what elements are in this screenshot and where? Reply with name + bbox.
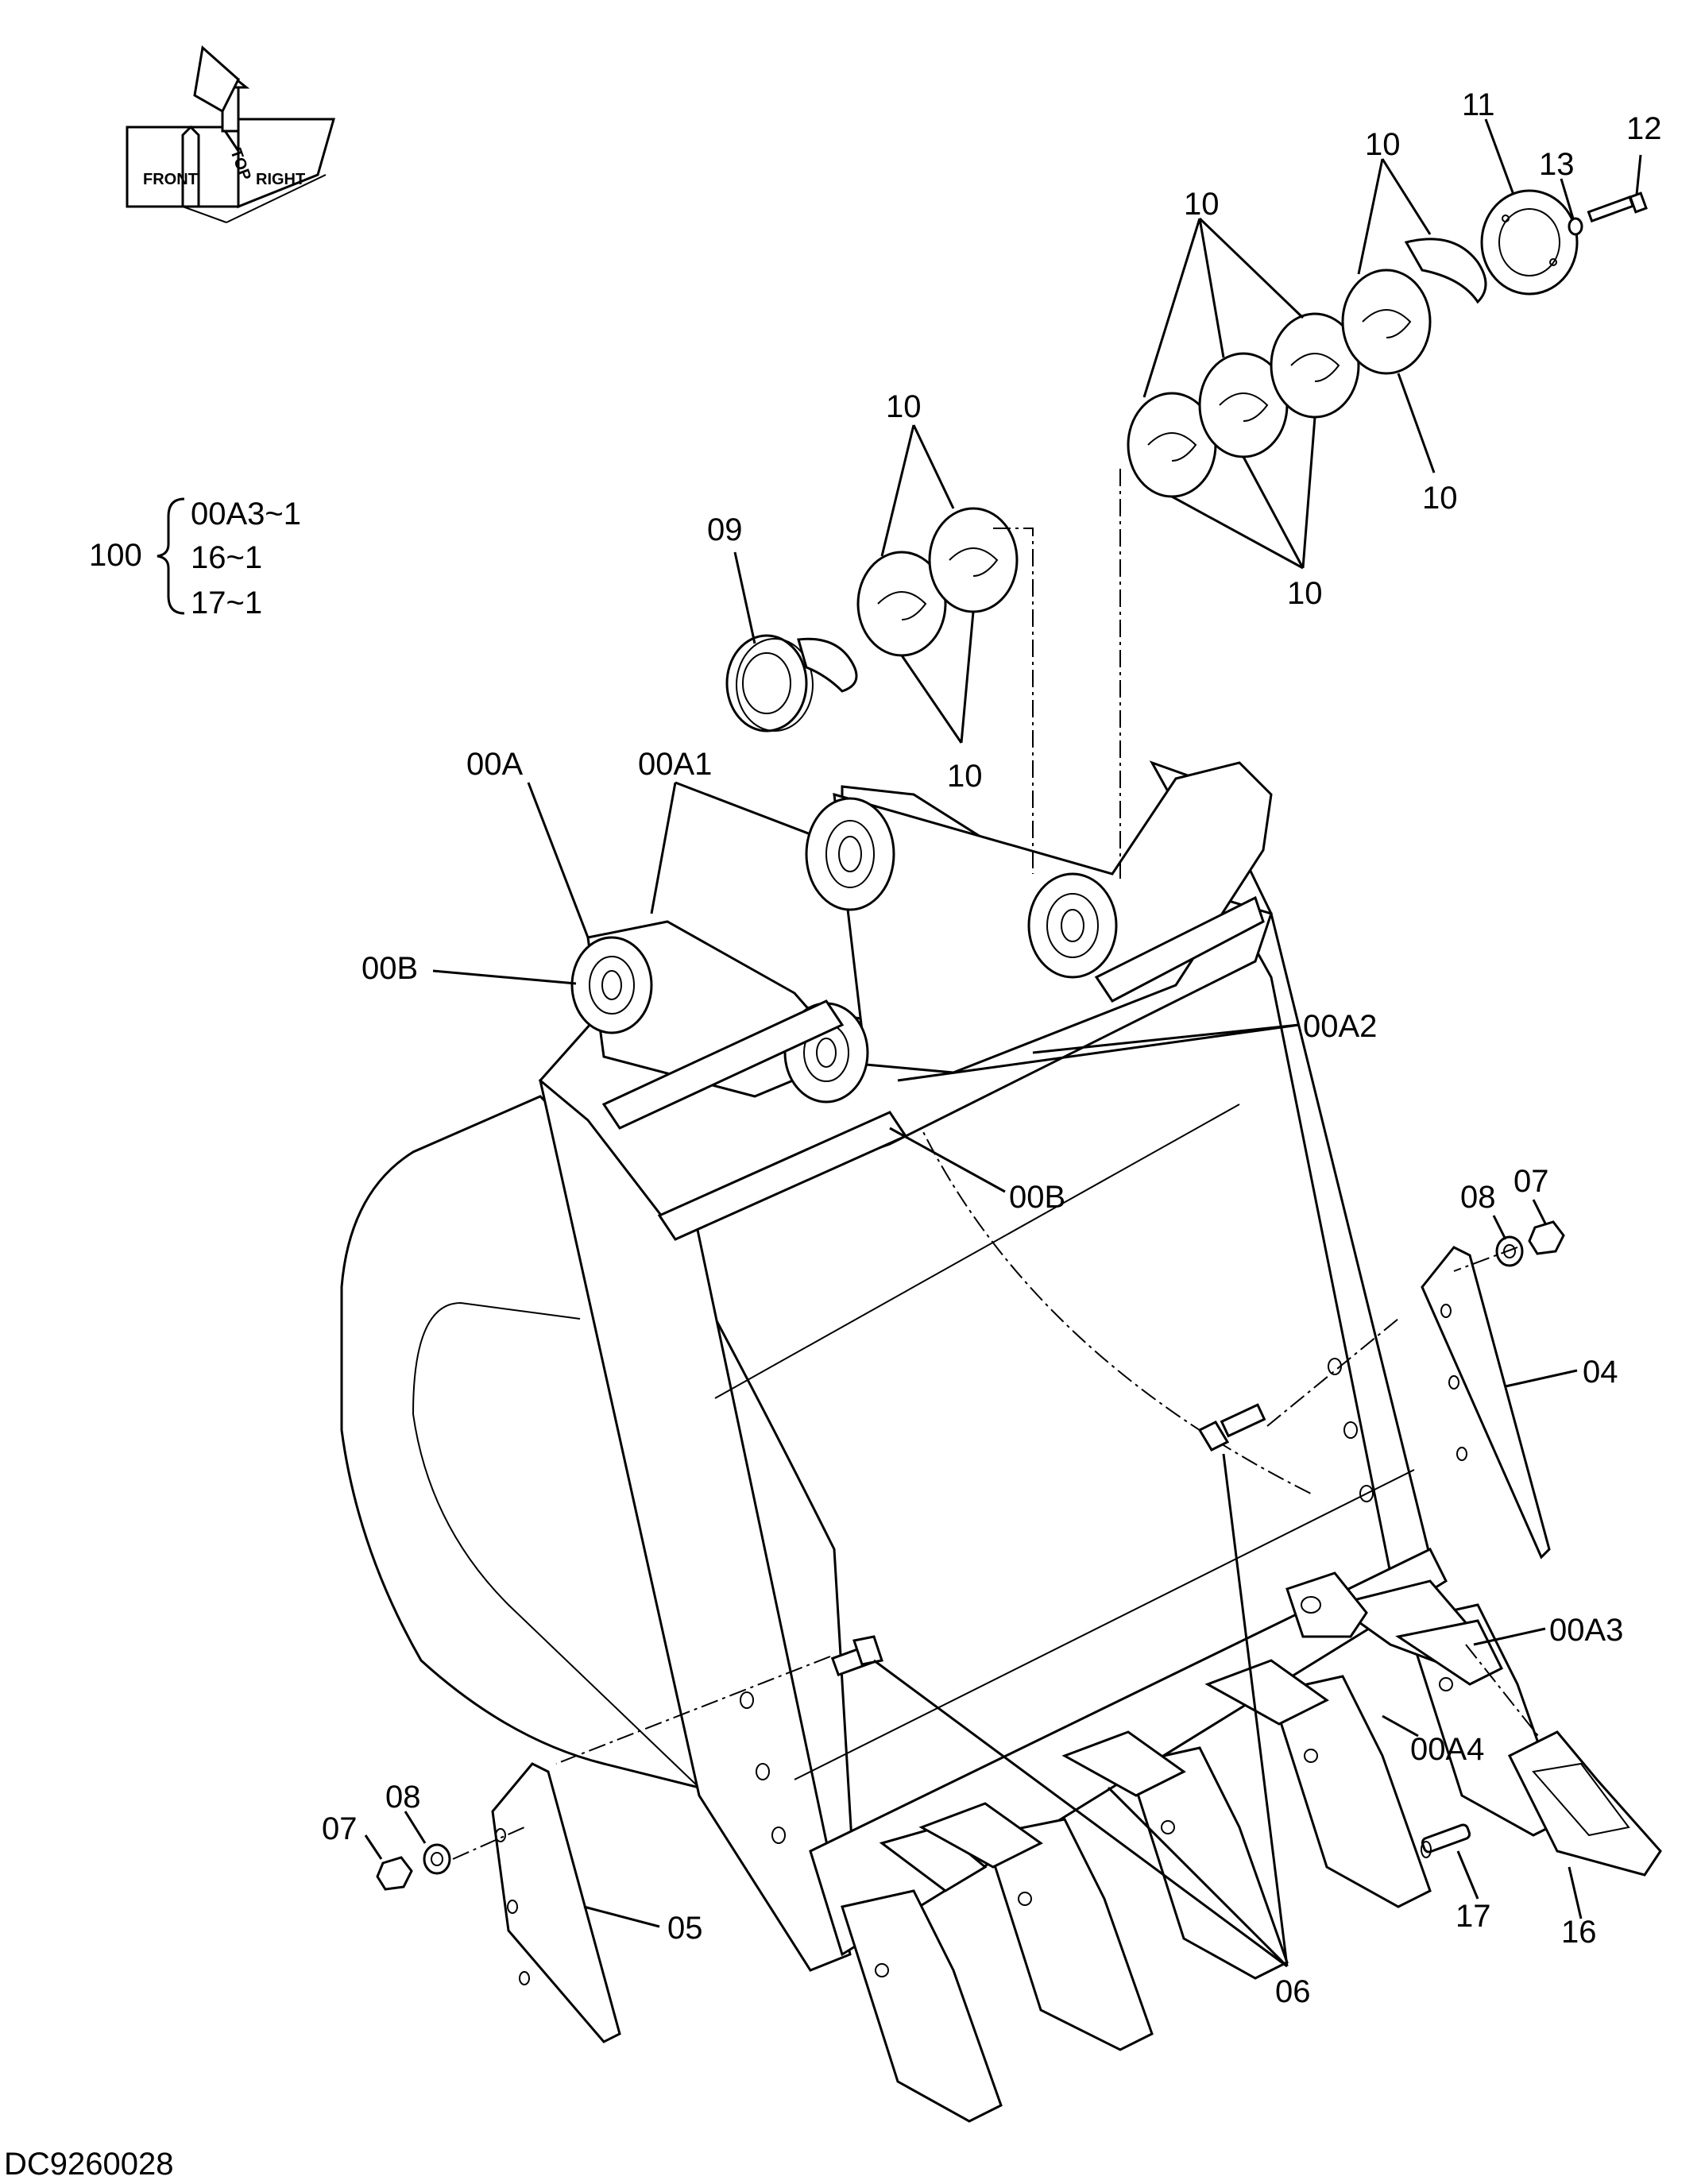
callout-00b-mid: 00B [1009, 1180, 1065, 1215]
nut-07-left [376, 1856, 413, 1891]
callout-12: 12 [1626, 111, 1662, 146]
kit-item-2: 16~1 [191, 540, 262, 575]
callout-00b-left: 00B [361, 951, 418, 986]
callout-09: 09 [707, 512, 743, 547]
pin-17 [1421, 1823, 1471, 1858]
callout-00a: 00A [466, 747, 523, 782]
callout-10-d: 10 [1287, 576, 1323, 611]
plate-11 [1480, 189, 1579, 296]
bolt-06-upper [1197, 1403, 1266, 1451]
callout-10-f: 10 [1422, 481, 1458, 516]
washer-08-left [423, 1843, 451, 1875]
leader-lines [364, 118, 1642, 1968]
center-lines [452, 469, 1542, 1860]
callout-10-a: 10 [886, 389, 922, 424]
callout-08-left: 08 [385, 1780, 421, 1815]
callout-07-right: 07 [1514, 1164, 1549, 1199]
callouts: 00A 00A1 00B 00A2 00B 09 10 10 10 10 10 … [322, 87, 1662, 2009]
tooth-4 [1204, 1659, 1432, 1908]
callout-05: 05 [667, 1911, 703, 1946]
side-cutter-05 [491, 1762, 621, 2043]
side-cutter-04 [1421, 1246, 1551, 1560]
callout-10-e: 10 [1365, 127, 1401, 162]
kit-item-1: 00A3~1 [191, 497, 301, 532]
nut-07-right [1528, 1220, 1565, 1255]
drawing-id: DC9260028 [4, 2147, 174, 2182]
callout-10-c: 10 [1184, 187, 1220, 222]
bolt-06-lower [830, 1635, 883, 1677]
callout-00a3: 00A3 [1549, 1613, 1623, 1648]
orientation-right-label: RIGHT [256, 171, 305, 188]
bolt-12 [1587, 191, 1648, 223]
loose-tooth-16 [1507, 1730, 1662, 1877]
callout-07-left: 07 [322, 1811, 358, 1846]
kit-group: 100 00A3~1 16~1 17~1 [89, 497, 301, 620]
callout-00a1: 00A1 [638, 747, 712, 782]
shim-half-left [797, 637, 858, 693]
pin-boss-right [1027, 872, 1118, 979]
shim-half-right [1404, 238, 1487, 304]
shim-10-right-d [1341, 269, 1432, 375]
seal-09 [725, 634, 814, 733]
washer-13 [1568, 217, 1583, 236]
callout-08-right: 08 [1460, 1180, 1496, 1215]
washer-08-right [1495, 1235, 1524, 1267]
kit-number: 100 [89, 538, 142, 573]
tooth-2 [918, 1802, 1154, 2051]
callout-17: 17 [1456, 1899, 1491, 1934]
callout-10-b: 10 [947, 759, 983, 794]
callout-11: 11 [1462, 87, 1495, 122]
orientation-icon: FRONT TOP RIGHT [126, 45, 335, 223]
callout-00a2: 00A2 [1303, 1009, 1377, 1044]
tooth-6-00a3 [1332, 1579, 1504, 1686]
shim-10-left-b [928, 507, 1019, 613]
tooth-1 [841, 1826, 1003, 2123]
pin-boss-00a1 [805, 797, 895, 911]
pin-boss-00b-left [570, 936, 653, 1034]
callout-13: 13 [1539, 147, 1575, 182]
shim-10-left-a [856, 551, 947, 657]
callout-00a4: 00A4 [1410, 1732, 1484, 1767]
callout-06: 06 [1275, 1974, 1311, 2009]
adapter-00a4 [1285, 1571, 1368, 1638]
teeth-row [841, 1571, 1662, 2123]
callout-16: 16 [1561, 1915, 1597, 1950]
bucket-body [340, 760, 1448, 1972]
shim-10-right-c [1270, 312, 1360, 419]
orientation-front-label: FRONT [143, 171, 198, 188]
kit-item-3: 17~1 [191, 586, 262, 620]
callout-04: 04 [1583, 1355, 1618, 1390]
